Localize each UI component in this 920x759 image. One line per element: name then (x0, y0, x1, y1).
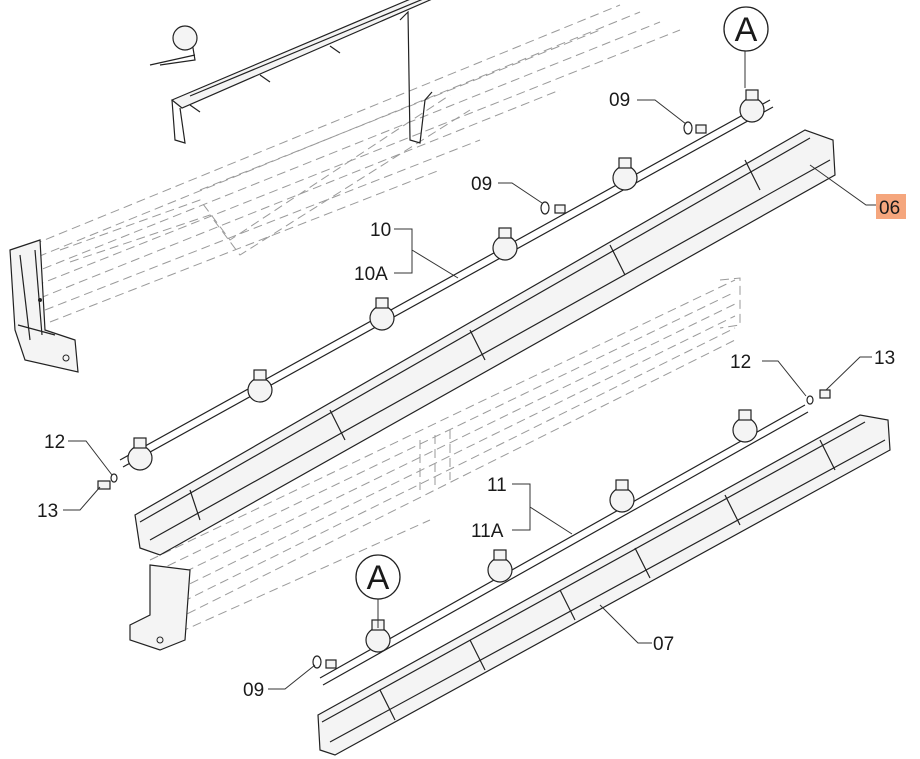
callout-09-bottom: 09 (243, 680, 264, 701)
detail-marker-bottom-label: A (367, 559, 390, 597)
callout-06-highlight-box (876, 194, 906, 219)
detail-marker-bottom: A (355, 554, 401, 600)
callout-09-middle: 09 (471, 174, 492, 195)
detail-marker-top-label: A (735, 11, 758, 49)
callout-09-top: 09 (609, 90, 630, 111)
callout-10a: 10A (354, 264, 388, 285)
lower-left-bracket (129, 564, 191, 651)
upper-left-bracket (9, 239, 79, 373)
small-parts-lower (312, 389, 831, 669)
small-parts-middle (97, 121, 707, 490)
leader-lines (63, 50, 876, 690)
callout-10: 10 (370, 220, 391, 241)
spray-pipe-10 (119, 99, 774, 468)
callout-06: 06 (879, 198, 900, 219)
boom-channel-06 (134, 129, 836, 556)
detail-marker-top: A (723, 6, 769, 52)
upper-top-boom (149, 0, 433, 144)
callout-13-right: 13 (874, 348, 895, 369)
callout-12-right: 12 (730, 352, 751, 373)
callout-11a: 11A (471, 521, 504, 542)
callout-06-highlighted: 06 (876, 194, 906, 219)
ghost-frame-lower (149, 277, 741, 633)
callout-12-left: 12 (44, 432, 65, 453)
ghost-frame-upper (19, 4, 681, 323)
spray-pipe-11 (319, 404, 809, 686)
callout-11: 11 (487, 475, 507, 496)
boom-channel-07 (317, 414, 891, 756)
callout-13-left: 13 (37, 501, 58, 522)
callout-07: 07 (653, 634, 674, 655)
nozzle-bodies-middle (127, 89, 765, 471)
